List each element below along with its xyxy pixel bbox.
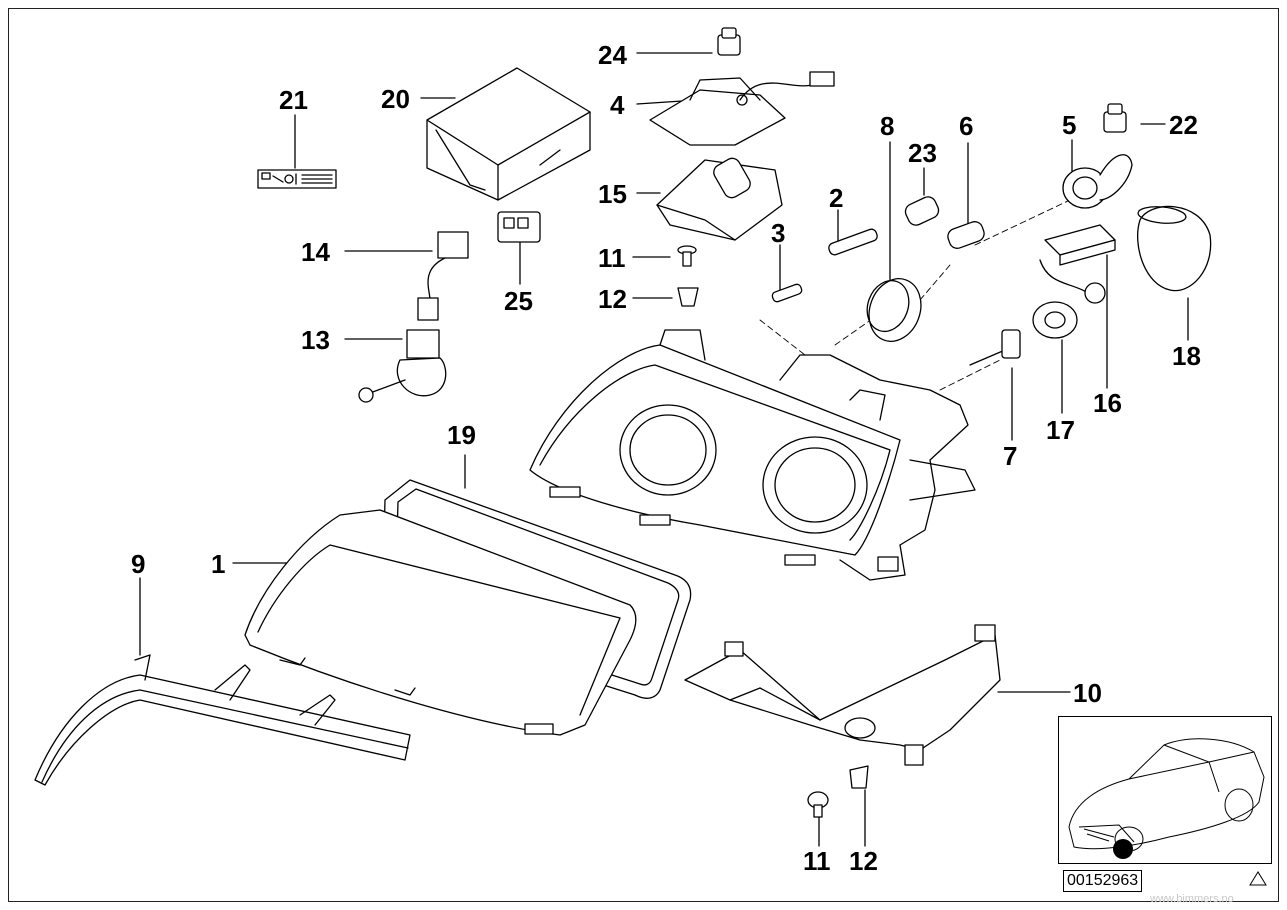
callout-11-bottom: 11 — [803, 846, 831, 876]
part-8-cap — [866, 278, 922, 342]
part-3-bulb — [771, 283, 803, 303]
document-id: 00152963 — [1063, 870, 1143, 892]
callout-13: 13 — [301, 325, 330, 355]
callout-12-bottom: 12 — [849, 846, 878, 876]
callout-10: 10 — [1073, 678, 1102, 708]
callout-11-top: 11 — [598, 243, 626, 273]
watermark: www.bimmers.no — [1150, 893, 1234, 905]
part-14-cable — [417, 231, 469, 321]
callout-16: 16 — [1093, 388, 1122, 418]
callout-20: 20 — [381, 84, 410, 114]
part-15-control-unit — [656, 157, 783, 241]
callout-1: 1 — [211, 549, 226, 579]
part-18-cap — [1136, 205, 1212, 292]
callout-12-top: 12 — [598, 284, 627, 314]
part-10-bracket — [684, 624, 1001, 766]
part-11-screw-bottom — [807, 791, 829, 818]
callout-23: 23 — [908, 138, 937, 168]
callout-24: 24 — [598, 40, 627, 70]
part-4-bracket — [649, 71, 835, 146]
part-24-connector — [717, 27, 741, 56]
callout-19: 19 — [447, 420, 476, 450]
car-front-view-icon — [1068, 738, 1265, 859]
headlight-housing — [529, 329, 976, 581]
part-16-ignitor — [1039, 224, 1116, 304]
part-1-lens — [244, 509, 637, 736]
part-6-bulb — [947, 221, 985, 249]
callout-15: 15 — [598, 179, 627, 209]
part-11-screw-top — [677, 245, 697, 267]
part-21-label — [257, 169, 337, 189]
callout-22: 22 — [1169, 110, 1198, 140]
callout-18: 18 — [1172, 341, 1201, 371]
callout-14: 14 — [301, 237, 330, 267]
warning-triangle-icon — [1249, 871, 1267, 886]
part-25-connector — [497, 211, 541, 243]
callout-3: 3 — [771, 218, 786, 248]
callout-9: 9 — [131, 549, 146, 579]
part-12-clip-top — [677, 287, 699, 307]
callout-21: 21 — [279, 85, 308, 115]
part-5-socket — [1062, 154, 1133, 209]
callout-2: 2 — [829, 183, 844, 213]
callout-7: 7 — [1003, 441, 1018, 471]
callout-6: 6 — [959, 111, 974, 141]
part-2-bulb — [828, 228, 878, 256]
part-7-bulb — [969, 329, 1021, 366]
callout-5: 5 — [1062, 110, 1077, 140]
diagram-frame — [8, 8, 1279, 902]
vehicle-location-inset — [1058, 716, 1272, 864]
part-23-bulb — [904, 196, 940, 226]
callout-4: 4 — [610, 90, 625, 120]
part-20-box — [426, 67, 591, 201]
leader-lines — [139, 52, 1189, 847]
callout-25: 25 — [504, 286, 533, 316]
part-17-ring — [1032, 301, 1078, 339]
part-13-motor — [358, 329, 447, 403]
part-12-clip-bottom — [849, 765, 869, 789]
part-22-connector — [1103, 103, 1127, 133]
callout-17: 17 — [1046, 415, 1075, 445]
part-9-trim — [34, 654, 411, 786]
callout-8: 8 — [880, 111, 895, 141]
